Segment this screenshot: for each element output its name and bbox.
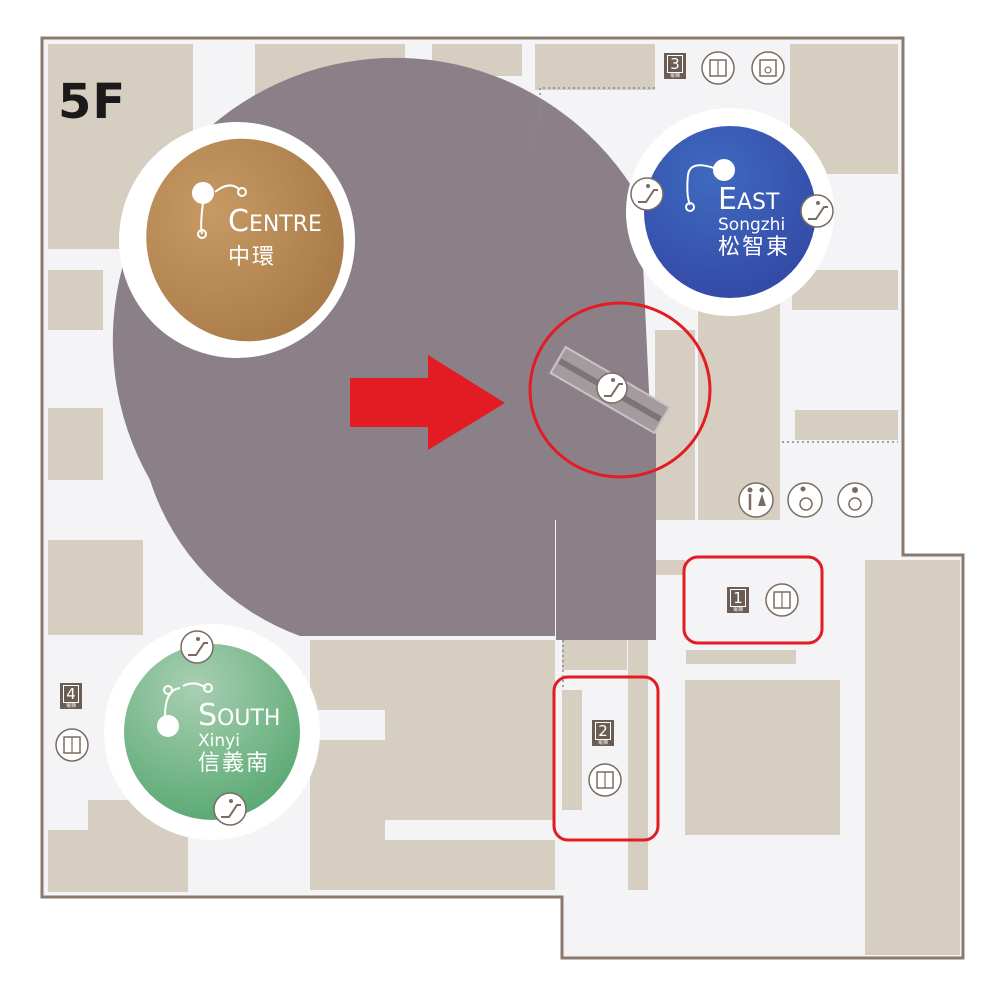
route-node-icon: [157, 715, 179, 737]
elevator-icon[interactable]: [765, 583, 799, 617]
dotted-lines: [529, 87, 898, 690]
shop-block: [655, 330, 695, 520]
highlights: [528, 301, 824, 842]
route-line: [200, 202, 204, 235]
shop-block: [310, 740, 385, 890]
elevator-number: 1: [730, 589, 746, 607]
elevator-3-badge[interactable]: 3 電梯: [664, 53, 686, 79]
shop-block: [48, 408, 103, 480]
shop-block: [48, 540, 143, 635]
east-zone[interactable]: [644, 126, 816, 298]
elevator-label: 電梯: [597, 740, 608, 746]
shop-block: [655, 560, 685, 575]
east-label-cap: E: [718, 182, 737, 217]
route-line: [686, 164, 715, 206]
shop-block: [698, 300, 780, 520]
elevator-number: 3: [667, 55, 683, 73]
route-node-icon: [163, 685, 173, 695]
restroom-icon[interactable]: [738, 482, 774, 518]
elevator-label: 電梯: [65, 703, 76, 709]
centre-zone-label[interactable]: CENTRE 中環: [228, 207, 322, 271]
east-label-zh: 松智東: [718, 235, 791, 260]
south-zone-label[interactable]: SOUTH Xinyi 信義南: [198, 701, 281, 777]
dotted-line: [529, 87, 655, 155]
shop-blocks: [48, 44, 960, 955]
east-zone-label[interactable]: EAST Songzhi 松智東: [718, 185, 791, 261]
south-label-rest: OUTH: [217, 706, 281, 731]
shop-block: [686, 650, 796, 664]
east-label-sub: Songzhi: [718, 215, 786, 235]
south-label-sub: Xinyi: [198, 731, 240, 751]
elevator-icon[interactable]: [701, 51, 735, 85]
floor-label: 5F: [58, 74, 127, 130]
centre-label-zh: 中環: [228, 245, 277, 270]
elevator-number: 2: [595, 722, 611, 740]
route-node-icon: [237, 187, 247, 197]
route-node-icon: [203, 683, 213, 693]
arrow-icon: [350, 355, 505, 450]
elevator-label: 電梯: [732, 607, 743, 613]
outer-wall: [40, 36, 965, 960]
shop-block: [865, 560, 960, 955]
elevator-1-badge[interactable]: 1 電梯: [727, 587, 749, 613]
shop-block: [535, 44, 655, 90]
accessible-restroom-icon[interactable]: [787, 482, 823, 518]
nursing-room-icon[interactable]: [837, 482, 873, 518]
shop-block: [562, 690, 582, 810]
shop-block: [48, 270, 103, 330]
route-node-icon: [713, 159, 735, 181]
route-node-icon: [685, 202, 695, 212]
route-glyphs: [157, 159, 735, 737]
elevator-4-badge[interactable]: 4 電梯: [60, 683, 82, 709]
shop-block: [385, 840, 555, 890]
route-line: [214, 184, 241, 193]
escalator-icon[interactable]: [800, 194, 834, 228]
elevator-label: 電梯: [669, 73, 680, 79]
escalator-icon[interactable]: [596, 372, 628, 404]
centre-label-rest: ENTRE: [248, 212, 322, 237]
highlight-escalator: [528, 301, 712, 479]
elevator-2-badge[interactable]: 2 電梯: [592, 720, 614, 746]
east-label-rest: AST: [736, 190, 780, 215]
escalator-icon[interactable]: [213, 792, 247, 826]
elevator-number: 4: [63, 685, 79, 703]
route-node-icon: [197, 229, 207, 239]
south-label-cap: S: [198, 698, 218, 733]
shop-block: [562, 640, 627, 670]
centre-label-cap: C: [228, 204, 249, 239]
escalator-icon[interactable]: [630, 177, 664, 211]
highlight-elevator-2: [552, 675, 660, 842]
elevator-icon[interactable]: [588, 763, 622, 797]
south-zone[interactable]: [124, 644, 300, 820]
south-label-zh: 信義南: [198, 751, 271, 776]
highlight-elevator-1: [682, 555, 824, 645]
escalator-icon[interactable]: [180, 630, 214, 664]
shop-block: [685, 680, 840, 835]
shop-block: [795, 410, 898, 440]
accessible-elevator-icon[interactable]: [751, 51, 785, 85]
elevator-icon[interactable]: [55, 728, 89, 762]
route-node-icon: [192, 182, 214, 204]
shop-block: [628, 640, 648, 890]
shop-block: [310, 640, 390, 710]
icon-badges: [55, 51, 873, 826]
shop-block: [385, 640, 555, 820]
route-line: [164, 687, 181, 717]
